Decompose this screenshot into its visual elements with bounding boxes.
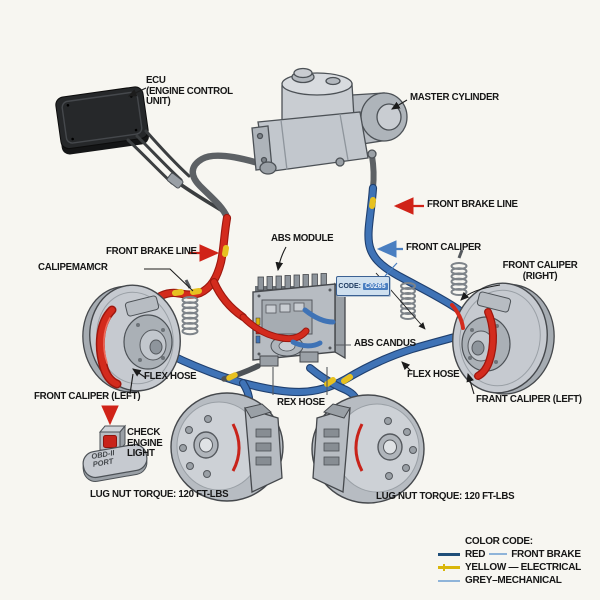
leader-flex-hose-right: [401, 361, 412, 372]
legend-electrical-label: YELLOW — ELECTRICAL: [465, 562, 581, 573]
legend-mechanical-label: GREY–MECHANICAL: [465, 575, 562, 586]
wheel-studs: [384, 417, 417, 480]
cable-connector: [166, 172, 184, 189]
label-caliper-top-left: CALIPEMAMCR: [38, 262, 108, 273]
label-front-brake-line-left: FRONT BRAKE LINE: [106, 246, 197, 257]
grey-tube: [189, 152, 272, 221]
leader-master-cylinder: [391, 99, 408, 110]
grey-line-swatch: [438, 579, 460, 582]
navy-line-swatch: [438, 553, 460, 556]
label-rex-hose: REX HOSE: [277, 397, 325, 408]
legend-front-brake-label: FRONT BRAKE: [511, 549, 581, 560]
bottom-right-hub: [311, 394, 425, 504]
label-front-caliper-right: FRONT CALIPER (RIGHT): [502, 260, 578, 282]
coil-spring-right: [450, 249, 468, 296]
leader-frant-caliper: [466, 372, 475, 395]
color-code-legend: COLOR CODE: RED FRONT BRAKE YELLOW — ELE…: [438, 536, 581, 587]
label-flex-hose-right: FLEX HOSE: [407, 369, 460, 380]
legend-row-mechanical: GREY–MECHANICAL: [438, 574, 581, 587]
ecu-box: [55, 86, 149, 155]
dtc-code-value: C0265: [362, 282, 388, 290]
blue-line-grey-lead: [369, 153, 377, 191]
label-lug-nut-torque-left: LUG NUT TORQUE: 120 FT-LBS: [90, 489, 229, 500]
left-caliper-red: [95, 305, 122, 389]
wheel-studs: [179, 415, 212, 478]
leader-ecu: [128, 87, 147, 97]
leader-flex-hose-left: [132, 368, 147, 379]
yellow-line-swatch: [438, 564, 460, 572]
leader-caliper-top-left: [144, 268, 194, 292]
right-caliper-red: [450, 303, 497, 380]
check-engine-light-icon: [98, 424, 127, 452]
obd-port-icon: [82, 443, 148, 482]
bottom-left-hub: [170, 392, 284, 502]
dtc-code-box: CODE: C0265: [336, 276, 390, 296]
label-front-caliper-bottom-right: FRANT CALIPER (LEFT): [476, 394, 582, 405]
legend-row-electrical: YELLOW — ELECTRICAL: [438, 561, 581, 574]
leader-front-caliper-right: [460, 284, 501, 301]
label-check-engine-light: CHECK ENGINE LIGHT: [127, 427, 163, 459]
yellow-band: [226, 372, 238, 381]
label-abs-can-bus: ABS CANDUS: [354, 338, 416, 349]
label-front-brake-line-right: FRONT BRAKE LINE: [427, 199, 518, 210]
label-front-caliper-callout: FRONT CALIPER: [406, 242, 481, 253]
master-cylinder: [251, 67, 408, 175]
label-front-caliper-left: FRONT CALIPER (LEFT): [34, 391, 141, 402]
leader-front-caliper-left: [129, 373, 134, 395]
coil-spring-left: [181, 279, 199, 336]
label-lug-nut-torque-right: LUG NUT TORQUE: 120 FT-LBS: [376, 491, 515, 502]
coil-spring-middle: [400, 282, 416, 320]
leader-abs-module: [275, 246, 287, 272]
label-master-cylinder: MASTER CYLINDER: [410, 92, 499, 103]
abs-module-line-wraps: [239, 307, 336, 349]
right-front-disc: [452, 282, 555, 395]
dtc-code-prefix: CODE:: [338, 282, 361, 290]
legend-row-front-brake: RED FRONT BRAKE: [438, 548, 581, 561]
legend-title: COLOR CODE:: [465, 536, 533, 547]
label-ecu: ECU (ENGINE CONTROL UNIT): [146, 75, 233, 107]
label-flex-hose-left: FLEX HOSE: [144, 371, 197, 382]
light-blue-line-swatch: [489, 552, 508, 555]
legend-red-label: RED: [465, 549, 486, 560]
label-abs-module: ABS MODULE: [271, 233, 334, 244]
leader-code-box: [384, 262, 398, 277]
